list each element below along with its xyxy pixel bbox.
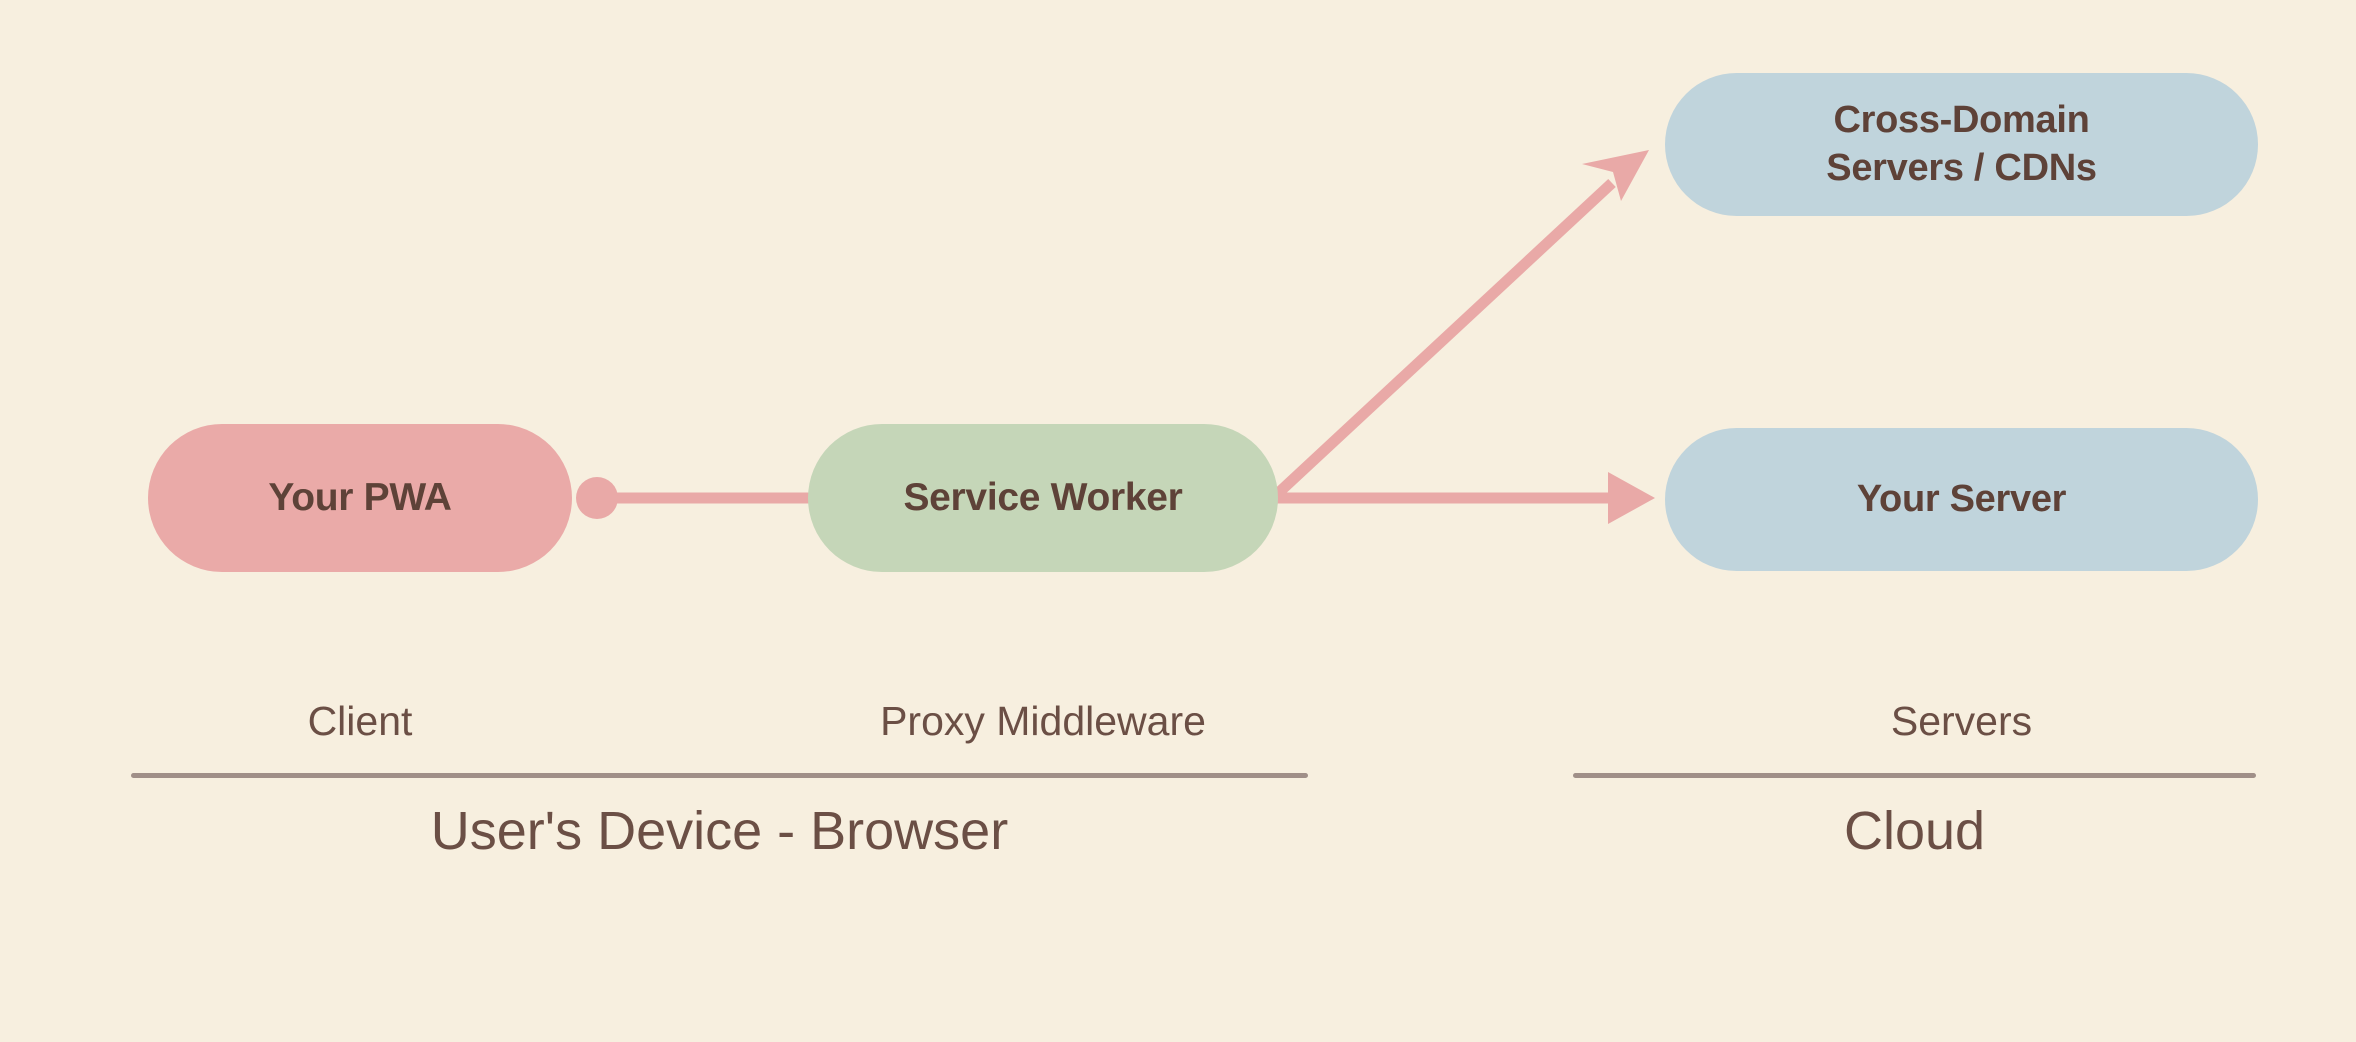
- zone-label-proxy-middleware: Proxy Middleware: [880, 698, 1206, 744]
- node-your-pwa-label: Your PWA: [268, 476, 452, 519]
- node-cross-domain-servers-cdns[interactable]: Cross-Domain Servers / CDNs: [1665, 73, 2258, 216]
- node-your-server-label: Your Server: [1856, 478, 2067, 520]
- node-cross-domain-label: Cross-Domain Servers / CDNs: [1826, 97, 2097, 192]
- edge-pwa-to-service-worker: [576, 477, 812, 519]
- node-your-pwa[interactable]: Your PWA: [148, 424, 572, 572]
- node-service-worker-label: Service Worker: [903, 476, 1183, 519]
- zone-label-client: Client: [307, 698, 413, 744]
- zone-label-servers: Servers: [1890, 698, 2033, 744]
- arrowhead-icon-cross-domain: [1582, 150, 1649, 201]
- zone-title-users-device-browser: User's Device - Browser: [430, 801, 1009, 861]
- edge-line-sw-crossdomain: [1270, 178, 1616, 502]
- zone-title-cloud: Cloud: [1843, 801, 1986, 861]
- zone-divider-browser: [131, 773, 1308, 778]
- edge-service-worker-to-your-server: [1274, 472, 1655, 524]
- edge-origin-dot-icon: [576, 477, 618, 519]
- edge-service-worker-to-cross-domain: [1270, 150, 1649, 502]
- node-cross-domain-label-line1: Cross-Domain: [1833, 99, 2090, 141]
- zone-divider-cloud: [1573, 773, 2256, 778]
- node-your-server[interactable]: Your Server: [1665, 428, 2258, 571]
- arrowhead-icon-your-server: [1608, 472, 1655, 524]
- node-service-worker[interactable]: Service Worker: [808, 424, 1278, 572]
- node-cross-domain-label-line2: Servers / CDNs: [1826, 146, 2097, 189]
